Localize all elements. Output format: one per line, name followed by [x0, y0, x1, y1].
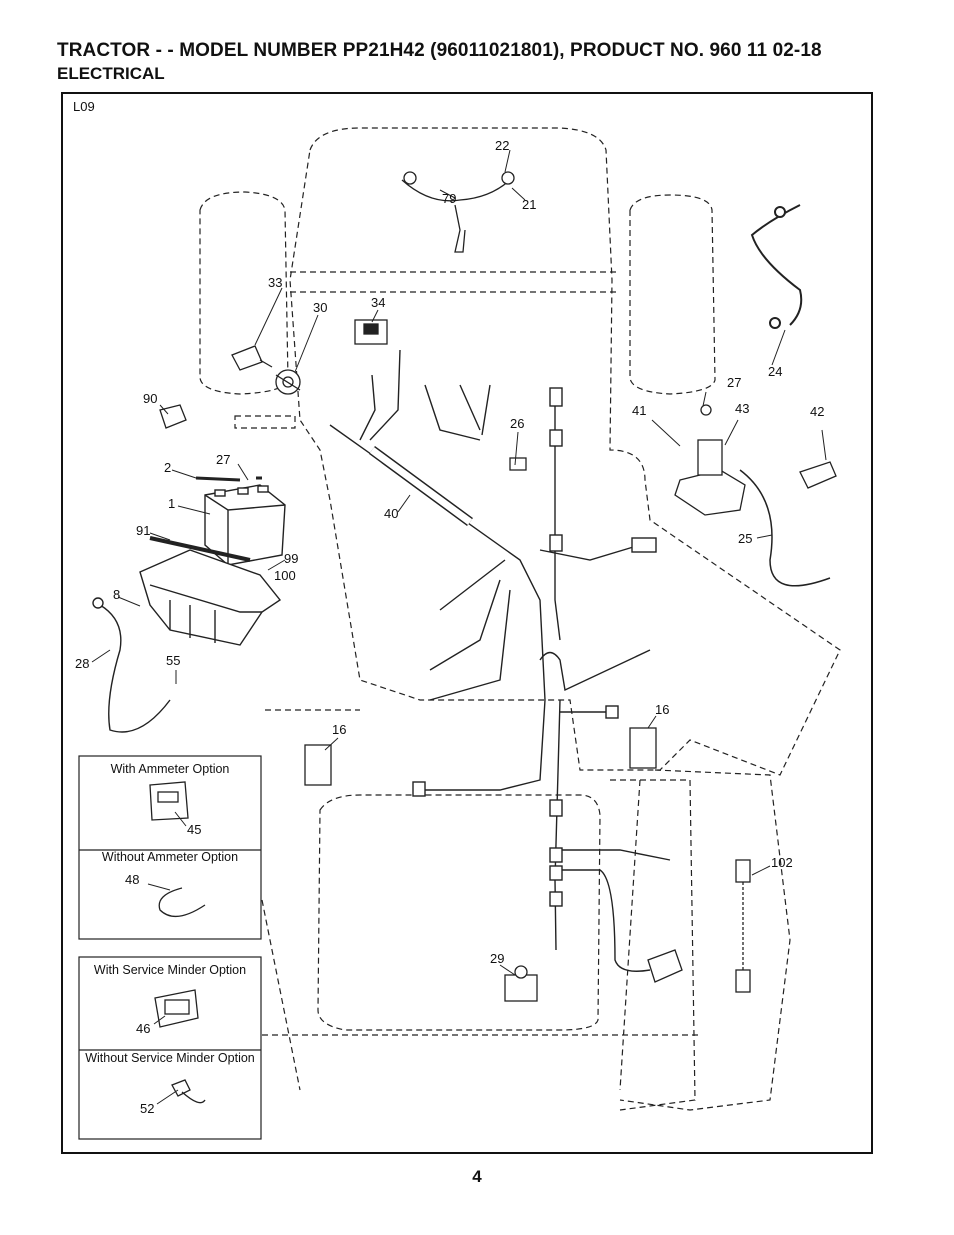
terminal-boot-icon: [799, 461, 837, 489]
battery-icon: [204, 484, 286, 566]
callout-90: 90: [143, 391, 157, 406]
callout-41: 41: [632, 403, 646, 418]
callout-42: 42: [810, 404, 824, 419]
interlock-module-icon: [735, 859, 751, 993]
callout-26: 26: [510, 416, 524, 431]
jumper-wire-icon: [158, 887, 206, 917]
callout-91: 91: [136, 523, 150, 538]
callout-16b: 16: [655, 702, 669, 717]
callout-27a: 27: [216, 452, 230, 467]
callout-52: 52: [140, 1101, 154, 1116]
option-box-group-service-minder: [78, 956, 262, 1140]
callout-24: 24: [768, 364, 782, 379]
callout-25: 25: [738, 531, 752, 546]
ammeter-icon: [149, 781, 189, 821]
callout-46: 46: [136, 1021, 150, 1036]
leader-lines: [91, 149, 827, 1105]
pto-switch-icon: [504, 965, 538, 1002]
callout-28: 28: [75, 656, 89, 671]
callout-99: 99: [284, 551, 298, 566]
callout-45: 45: [187, 822, 201, 837]
page-title: TRACTOR - - MODEL NUMBER PP21H42 (960110…: [57, 40, 822, 61]
ignition-switch-icon: [275, 369, 301, 395]
callout-30: 30: [313, 300, 327, 315]
service-minder-icon: [154, 989, 199, 1028]
solenoid-icon: [674, 404, 746, 516]
ground-wire-icon: [92, 597, 171, 733]
callout-102: 102: [771, 855, 793, 870]
with-service-minder-label: With Service Minder Option: [94, 963, 246, 977]
connector-plug-icon: [647, 949, 683, 983]
callout-21: 21: [522, 197, 536, 212]
callout-16a: 16: [332, 722, 346, 737]
wire-harness: [329, 349, 671, 972]
callout-40: 40: [384, 506, 398, 521]
callout-27b: 27: [727, 375, 741, 390]
tractor-outline: [199, 127, 841, 1111]
battery-tray-icon: [139, 549, 282, 646]
starter-cable-icon: [750, 204, 803, 329]
callout-79: 79: [442, 191, 456, 206]
battery-cable-icon: [739, 469, 831, 587]
figure-id: L09: [73, 99, 95, 114]
without-ammeter-label: Without Ammeter Option: [102, 850, 238, 864]
callout-29: 29: [490, 951, 504, 966]
section-subtitle: ELECTRICAL: [57, 64, 165, 83]
seat-switch-icon: [304, 727, 657, 786]
callout-2: 2: [164, 460, 171, 475]
callout-100: 100: [274, 568, 296, 583]
light-switch-icon: [354, 319, 388, 345]
fuse-icon: [159, 404, 187, 429]
battery-bolt-icon: [195, 476, 262, 482]
without-service-minder-label: Without Service Minder Option: [85, 1051, 255, 1065]
callout-34: 34: [371, 295, 385, 310]
ignition-key-icon: [231, 345, 273, 371]
callout-1: 1: [168, 496, 175, 511]
callout-22: 22: [495, 138, 509, 153]
page-number: 4: [472, 1167, 482, 1186]
diagram-frame: [61, 92, 873, 1154]
callout-48: 48: [125, 872, 139, 887]
callout-33: 33: [268, 275, 282, 290]
callout-8: 8: [113, 587, 120, 602]
callout-43: 43: [735, 401, 749, 416]
relay-icon: [509, 457, 527, 471]
headlight-bulbs-icon: [401, 171, 515, 253]
hold-down-strap-icon: [149, 536, 251, 562]
minder-jumper-icon: [171, 1079, 206, 1104]
callout-55: 55: [166, 653, 180, 668]
option-box-group-ammeter: [78, 755, 262, 940]
with-ammeter-label: With Ammeter Option: [111, 762, 230, 776]
